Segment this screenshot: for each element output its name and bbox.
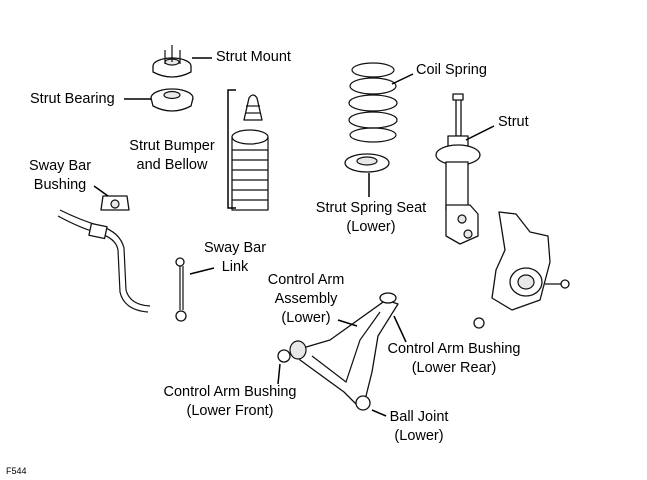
strut-part	[435, 93, 481, 245]
label-strut-spring-seat-line2: (Lower)	[346, 219, 396, 235]
label-strut-bearing: Strut Bearing	[30, 91, 115, 107]
figure-code: F544	[6, 466, 27, 476]
label-sway-bar-bushing-line1: Sway Bar	[28, 158, 92, 174]
leader-lines	[93, 57, 495, 417]
label-sway-bar-bushing-line2: Bushing	[33, 177, 87, 193]
label-control-arm-bushing-front-line1: Control Arm Bushing	[163, 384, 297, 400]
label-control-arm-assembly-line3: (Lower)	[281, 310, 331, 326]
label-control-arm-assembly-line1: Control Arm	[267, 272, 345, 288]
label-strut-bumper-line1: Strut Bumper	[129, 138, 215, 154]
strut-mount-part	[152, 45, 192, 78]
coil-spring-part	[348, 62, 398, 143]
label-sway-bar-link-line2: Link	[221, 259, 249, 275]
label-ball-joint-line2: (Lower)	[394, 428, 444, 444]
label-ball-joint: Ball Joint (Lower)	[374, 408, 464, 446]
sway-bar-bushing-part	[100, 195, 130, 211]
sway-bar-link-part	[175, 257, 187, 322]
label-strut: Strut	[498, 114, 529, 130]
label-control-arm-assembly-line2: Assembly	[274, 291, 338, 307]
bumper-bracket	[227, 89, 236, 209]
label-sway-bar-link: Sway Bar Link	[195, 239, 275, 277]
label-strut-bumper-line2: and Bellow	[136, 157, 208, 173]
steering-knuckle-part	[473, 211, 570, 329]
label-control-arm-bushing-front: Control Arm Bushing (Lower Front)	[150, 383, 310, 421]
label-ball-joint-line1: Ball Joint	[389, 409, 449, 425]
control-arm-bushing-front-part	[277, 340, 307, 363]
label-strut-mount: Strut Mount	[216, 49, 291, 65]
label-control-arm-bushing-rear-line2: (Lower Rear)	[411, 360, 497, 376]
label-strut-spring-seat: Strut Spring Seat (Lower)	[306, 199, 436, 237]
sway-bar-part	[57, 209, 151, 313]
label-sway-bar-bushing: Sway Bar Bushing	[20, 157, 100, 195]
label-control-arm-bushing-rear: Control Arm Bushing (Lower Rear)	[374, 340, 534, 378]
label-control-arm-assembly: Control Arm Assembly (Lower)	[256, 271, 356, 328]
spring-seat-part	[344, 153, 390, 173]
strut-bearing-part	[150, 88, 194, 112]
label-coil-spring: Coil Spring	[416, 62, 487, 78]
label-strut-bumper: Strut Bumper and Bellow	[112, 137, 232, 175]
label-strut-spring-seat-line1: Strut Spring Seat	[315, 200, 427, 216]
label-sway-bar-link-line1: Sway Bar	[203, 240, 267, 256]
strut-bumper-part	[231, 94, 269, 211]
label-control-arm-bushing-rear-line1: Control Arm Bushing	[387, 341, 521, 357]
label-control-arm-bushing-front-line2: (Lower Front)	[186, 403, 274, 419]
control-arm-part	[295, 292, 399, 411]
